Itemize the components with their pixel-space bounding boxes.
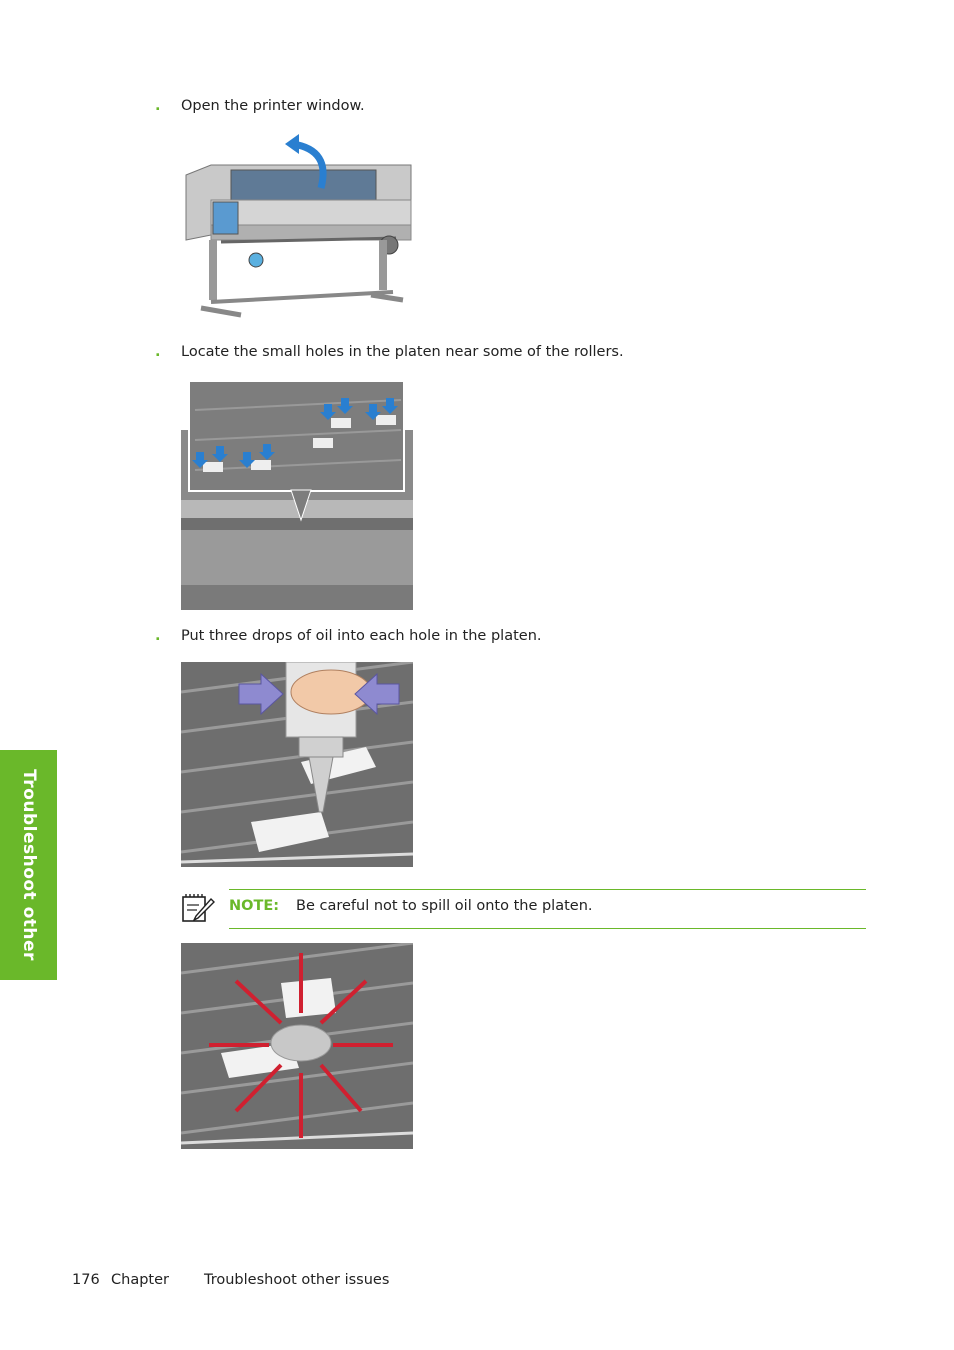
page-number: 176 [72, 1272, 100, 1288]
step-text: Put three drops of oil into each hole in… [181, 628, 542, 644]
oil-spill-warning-illustration [181, 943, 413, 1149]
oil-drops-illustration [181, 662, 413, 867]
printer-window-illustration [181, 130, 421, 322]
step-bullet: . [155, 344, 161, 360]
footer-title: Troubleshoot other issues [204, 1272, 390, 1288]
platen-holes-illustration [181, 380, 413, 610]
step-text: Open the printer window. [181, 98, 365, 114]
note-label: NOTE: [229, 898, 280, 914]
section-side-tab: Troubleshoot other [0, 750, 57, 980]
note-text: Be careful not to spill oil onto the pla… [296, 898, 593, 914]
footer-chapter: Chapter [111, 1272, 169, 1288]
note-icon [181, 893, 215, 927]
note-box: NOTE: Be careful not to spill oil onto t… [229, 889, 866, 929]
step-text: Locate the small holes in the platen nea… [181, 344, 624, 360]
step-bullet: . [155, 628, 161, 644]
step-bullet: . [155, 98, 161, 114]
side-tab-label: Troubleshoot other [18, 769, 39, 961]
